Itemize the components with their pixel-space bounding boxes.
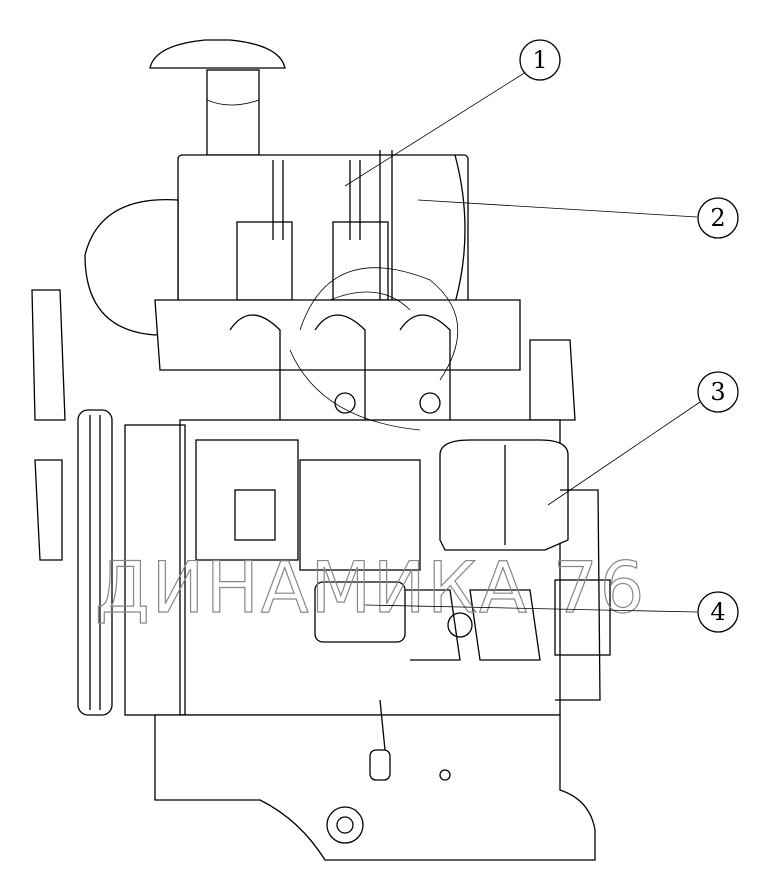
callout-4: 4 xyxy=(697,591,739,633)
starter xyxy=(314,581,406,643)
svg-text:1: 1 xyxy=(532,46,547,74)
pulley xyxy=(77,409,113,716)
air-cleaner xyxy=(177,154,469,304)
callout-2: 2 xyxy=(697,197,739,239)
callout-1: 1 xyxy=(519,39,561,81)
svg-text:4: 4 xyxy=(710,598,725,626)
air-intake-cap xyxy=(149,39,286,69)
svg-text:3: 3 xyxy=(710,378,725,406)
watermark: ДИНАМИКА 76 xyxy=(95,547,646,629)
callouts: 1 2 3 4 xyxy=(344,39,739,633)
callout-3: 3 xyxy=(697,371,739,413)
fuel-filters xyxy=(439,439,569,551)
engine-outline xyxy=(31,39,611,861)
svg-text:2: 2 xyxy=(710,204,725,232)
intake-pipe xyxy=(206,69,260,156)
